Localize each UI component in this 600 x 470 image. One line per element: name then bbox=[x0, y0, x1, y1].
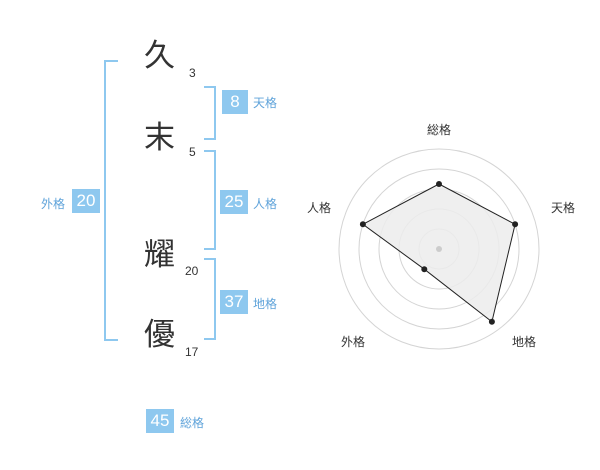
jinkaku-label: 人格 bbox=[253, 197, 278, 211]
stroke-count-2: 5 bbox=[189, 145, 196, 159]
radar-ring bbox=[338, 148, 540, 350]
chikaku-value: 37 bbox=[220, 290, 248, 314]
axis-label-soukaku: 総格 bbox=[427, 122, 451, 137]
gaikaku-label: 外格 bbox=[41, 197, 66, 211]
name-char-1: 久 bbox=[144, 38, 175, 74]
stroke-count-4: 17 bbox=[185, 345, 199, 359]
radar-points bbox=[359, 181, 519, 325]
name-char-4: 優 bbox=[144, 317, 175, 353]
axis-label-chikaku: 地格 bbox=[512, 334, 536, 349]
stroke-count-3: 20 bbox=[185, 264, 199, 278]
chikaku-label: 地格 bbox=[253, 297, 278, 311]
soukaku-value: 45 bbox=[146, 409, 174, 433]
radar-point-0 bbox=[436, 181, 442, 187]
stroke-count-1: 3 bbox=[189, 66, 196, 80]
name-char-3: 耀 bbox=[144, 237, 175, 273]
radar-point-3 bbox=[421, 266, 428, 273]
radar-area bbox=[361, 183, 516, 323]
gaikaku-value: 20 bbox=[72, 189, 100, 213]
jinkaku-value: 25 bbox=[220, 190, 248, 214]
radar-point-4 bbox=[359, 221, 366, 228]
chikaku-bracket bbox=[204, 258, 216, 340]
axis-label-gaikaku: 外格 bbox=[341, 334, 365, 349]
radar-center-dot bbox=[436, 246, 442, 252]
axis-label-tenkaku: 天格 bbox=[551, 200, 575, 215]
axis-label-jinkaku: 人格 bbox=[307, 200, 331, 215]
gaikaku-bracket bbox=[104, 60, 118, 341]
tenkaku-value: 8 bbox=[222, 90, 248, 114]
tenkaku-bracket bbox=[204, 86, 216, 140]
radar-point-2 bbox=[488, 318, 495, 325]
radar-ring bbox=[358, 168, 520, 330]
tenkaku-label: 天格 bbox=[253, 96, 278, 110]
soukaku-label: 総格 bbox=[180, 416, 205, 430]
radar-point-1 bbox=[512, 221, 519, 228]
jinkaku-bracket bbox=[204, 150, 216, 250]
name-char-2: 末 bbox=[144, 120, 175, 156]
